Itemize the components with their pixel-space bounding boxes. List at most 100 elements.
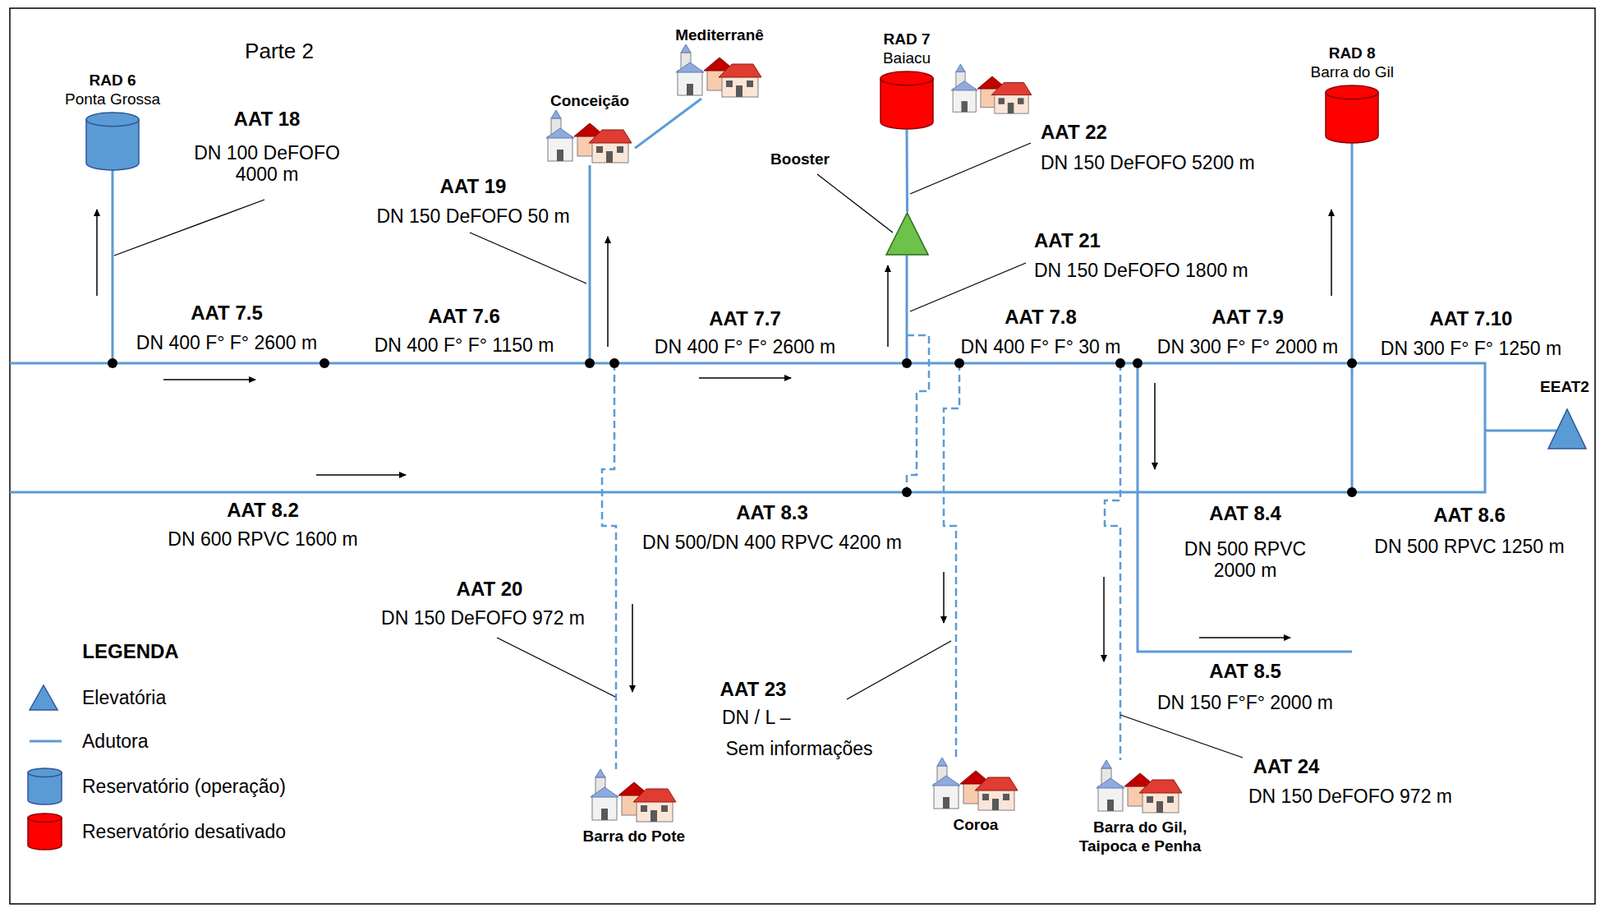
reservoir: RAD 6Ponta Grossa [64,70,161,171]
junction-dot [1347,358,1357,368]
pipe-id: AAT 19 [438,174,509,198]
leader-lines [114,142,1243,758]
legend-samples [27,685,62,850]
tank-top [27,767,62,778]
pipe-line [111,169,115,364]
town-icon [546,110,632,163]
town-icon [1094,759,1186,814]
pipe-id: AAT 7.6 [426,304,502,328]
pipe-line [1485,429,1557,433]
legend-line [29,740,62,743]
pipe-spec: DN 300 F° F° 1250 m [1379,337,1564,359]
legend-tank [27,767,62,805]
line-stroke [1330,209,1333,296]
tank-symbol [1325,85,1379,143]
pipe-spec: DN 150 DeFOFO 50 m [374,205,571,227]
node-label: RAD 6 [89,70,137,90]
line-stroke [496,637,616,697]
pipe-line [9,363,1486,492]
node-label: Coroa [953,814,999,834]
pipe-spec: DN 400 F° F° 1150 m [372,334,557,356]
pipe-line [1351,142,1354,492]
line-stroke [1120,714,1243,758]
town-icon [544,110,635,165]
line-stroke [698,377,791,379]
legend-text: Reservatório desativado [80,820,288,842]
node-label: Barra do Gil, Taipoca e Penha [1070,817,1210,856]
pipe-id: AAT 7.8 [1002,305,1079,329]
line-stroke [606,236,609,347]
junction-dot [107,358,118,368]
line-stroke [910,262,1026,312]
pipe-id: AAT 18 [232,107,303,131]
locality: Mediterranê [674,25,765,99]
town-icon [1096,759,1182,813]
town-icon [588,768,680,823]
pipe-line [906,335,929,492]
pipe-spec: DN 400 F° F° 2600 m [134,331,319,354]
node-label: RAD 7 [882,29,930,49]
pipe-id: AAT 8.4 [1207,501,1283,525]
pipe-id: AAT 24 [1251,754,1322,778]
node-label: Booster [770,149,830,169]
part-title: Parte 2 [243,39,316,65]
line-stroke [316,473,406,476]
junction-dot [1347,487,1357,497]
triangle-symbol [1547,408,1587,450]
tank-icon [1324,84,1380,144]
line-stroke [1154,382,1156,469]
tank-symbol [86,112,139,171]
line-stroke [1199,636,1291,639]
junction-dot [609,358,620,368]
frame [9,8,1596,904]
locality: Coroa [930,757,1021,834]
pipe-id: AAT 21 [1032,229,1103,253]
pipe-connector [905,129,910,212]
triangle-symbol [886,212,929,255]
tank-icon [879,70,934,130]
locality: Barra do Gil, Taipoca e Penha [1070,759,1210,856]
pipe-spec: DN 400 F° F° 2600 m [652,335,837,358]
town-icon [951,64,1032,114]
legend-triangle [29,685,58,710]
line-stroke [910,142,1031,194]
triangle-symbol [885,211,929,256]
junction-dot [1132,358,1143,368]
line-stroke [114,199,265,256]
reservoir: RAD 8Barra do Gil [1310,43,1394,144]
pump-station: EEAT2 [1547,408,1587,450]
junction-dot [901,487,912,497]
line-stroke [469,232,587,284]
tank-body [1325,91,1379,143]
pipe-line [602,363,617,769]
pipes [9,142,1557,652]
tank-body [880,78,934,129]
flow-arrows [96,209,1332,692]
locality: Barra do Pote [583,768,686,846]
town-icon [590,768,676,822]
junction-dot [1115,358,1126,368]
line-stroke [631,603,634,692]
pipe-id: AAT 7.10 [1428,307,1515,331]
line-stroke [1103,576,1105,662]
booster-pump: Booster [885,211,929,256]
node-label: RAD 8 [1328,43,1376,63]
legend-text: Adutora [80,730,151,752]
junction-dot [901,358,912,368]
pipe-spec: DN 100 DeFOFO 4000 m [183,142,351,186]
line-stroke [942,571,945,623]
pipe-line [1104,363,1121,760]
pipe-spec: DN 500 RPVC 1250 m [1372,535,1566,557]
node-label: Ponta Grossa [64,89,161,109]
node-label: Baiacu [882,48,931,68]
pipe-id: AAT 7.9 [1209,305,1286,329]
dashed-pipes [602,335,1121,769]
pipe-connector [634,98,702,148]
pipe-id: AAT 20 [455,577,525,601]
tank-icon [85,111,140,171]
line-stroke [96,209,98,296]
tank-top [880,71,934,86]
node-label: Conceição [550,91,630,111]
line-stroke [887,265,889,347]
node-label: EEAT2 [1540,377,1590,396]
